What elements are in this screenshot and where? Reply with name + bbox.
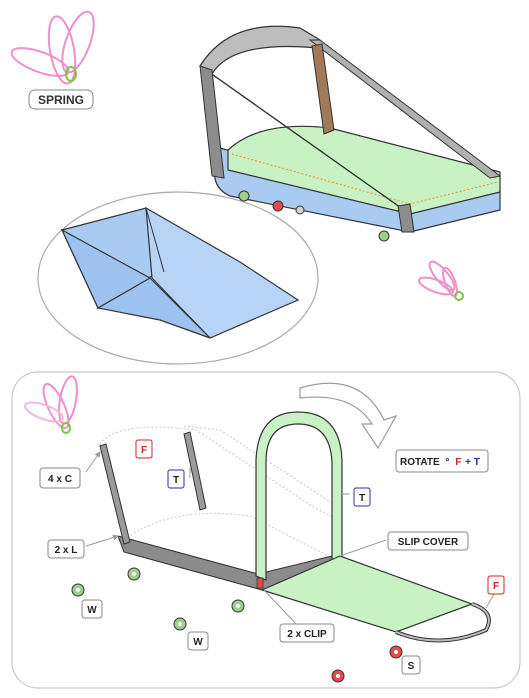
svg-text:S: S (408, 661, 415, 672)
spring-label: SPRING (28, 89, 94, 110)
wheel (331, 669, 345, 683)
label-f-top: F (135, 439, 153, 459)
label-4xc: 4 x C (39, 467, 81, 489)
svg-text:W: W (87, 605, 97, 616)
svg-text:SLIP COVER: SLIP COVER (398, 537, 459, 548)
flower-icon (10, 10, 95, 85)
svg-text:T: T (173, 475, 179, 486)
side-rail (99, 443, 131, 545)
slip-cover (260, 555, 491, 643)
wheel (173, 617, 187, 631)
svg-text:ROTATE ° F +: ROTATE ° F + T (400, 457, 480, 468)
svg-text:F: F (493, 581, 499, 592)
label-t-right: T (353, 487, 371, 507)
label-2xclip: 2 x CLIP (279, 623, 335, 643)
wheel (231, 599, 245, 613)
wheel (127, 567, 141, 581)
svg-text:F: F (141, 445, 147, 456)
label-f-right: F (487, 575, 505, 595)
wheel (71, 583, 85, 597)
wheel (389, 645, 403, 659)
svg-text:T: T (359, 493, 365, 504)
svg-text:2 x CLIP: 2 x CLIP (287, 629, 327, 640)
label-rotate: ROTATE ° F + T (395, 449, 489, 473)
svg-text:W: W (193, 637, 203, 648)
svg-text:4 x C: 4 x C (48, 474, 72, 485)
flower-icon (24, 375, 78, 434)
assembled-stroller (199, 25, 502, 242)
label-slip-cover: SLIP COVER (387, 531, 469, 551)
detail-callout (37, 191, 319, 365)
label-t-left: T (167, 469, 185, 489)
flower-icon (417, 260, 464, 301)
label-w-mid: W (187, 631, 209, 651)
label-2xl: 2 x L (47, 539, 85, 559)
side-rail (183, 431, 207, 511)
svg-text:2 x L: 2 x L (55, 545, 78, 556)
label-s: S (401, 655, 421, 675)
clip (256, 577, 264, 589)
label-w-left: W (81, 599, 103, 619)
curved-arrow-icon (299, 382, 398, 450)
svg-text:SPRING: SPRING (38, 93, 84, 107)
